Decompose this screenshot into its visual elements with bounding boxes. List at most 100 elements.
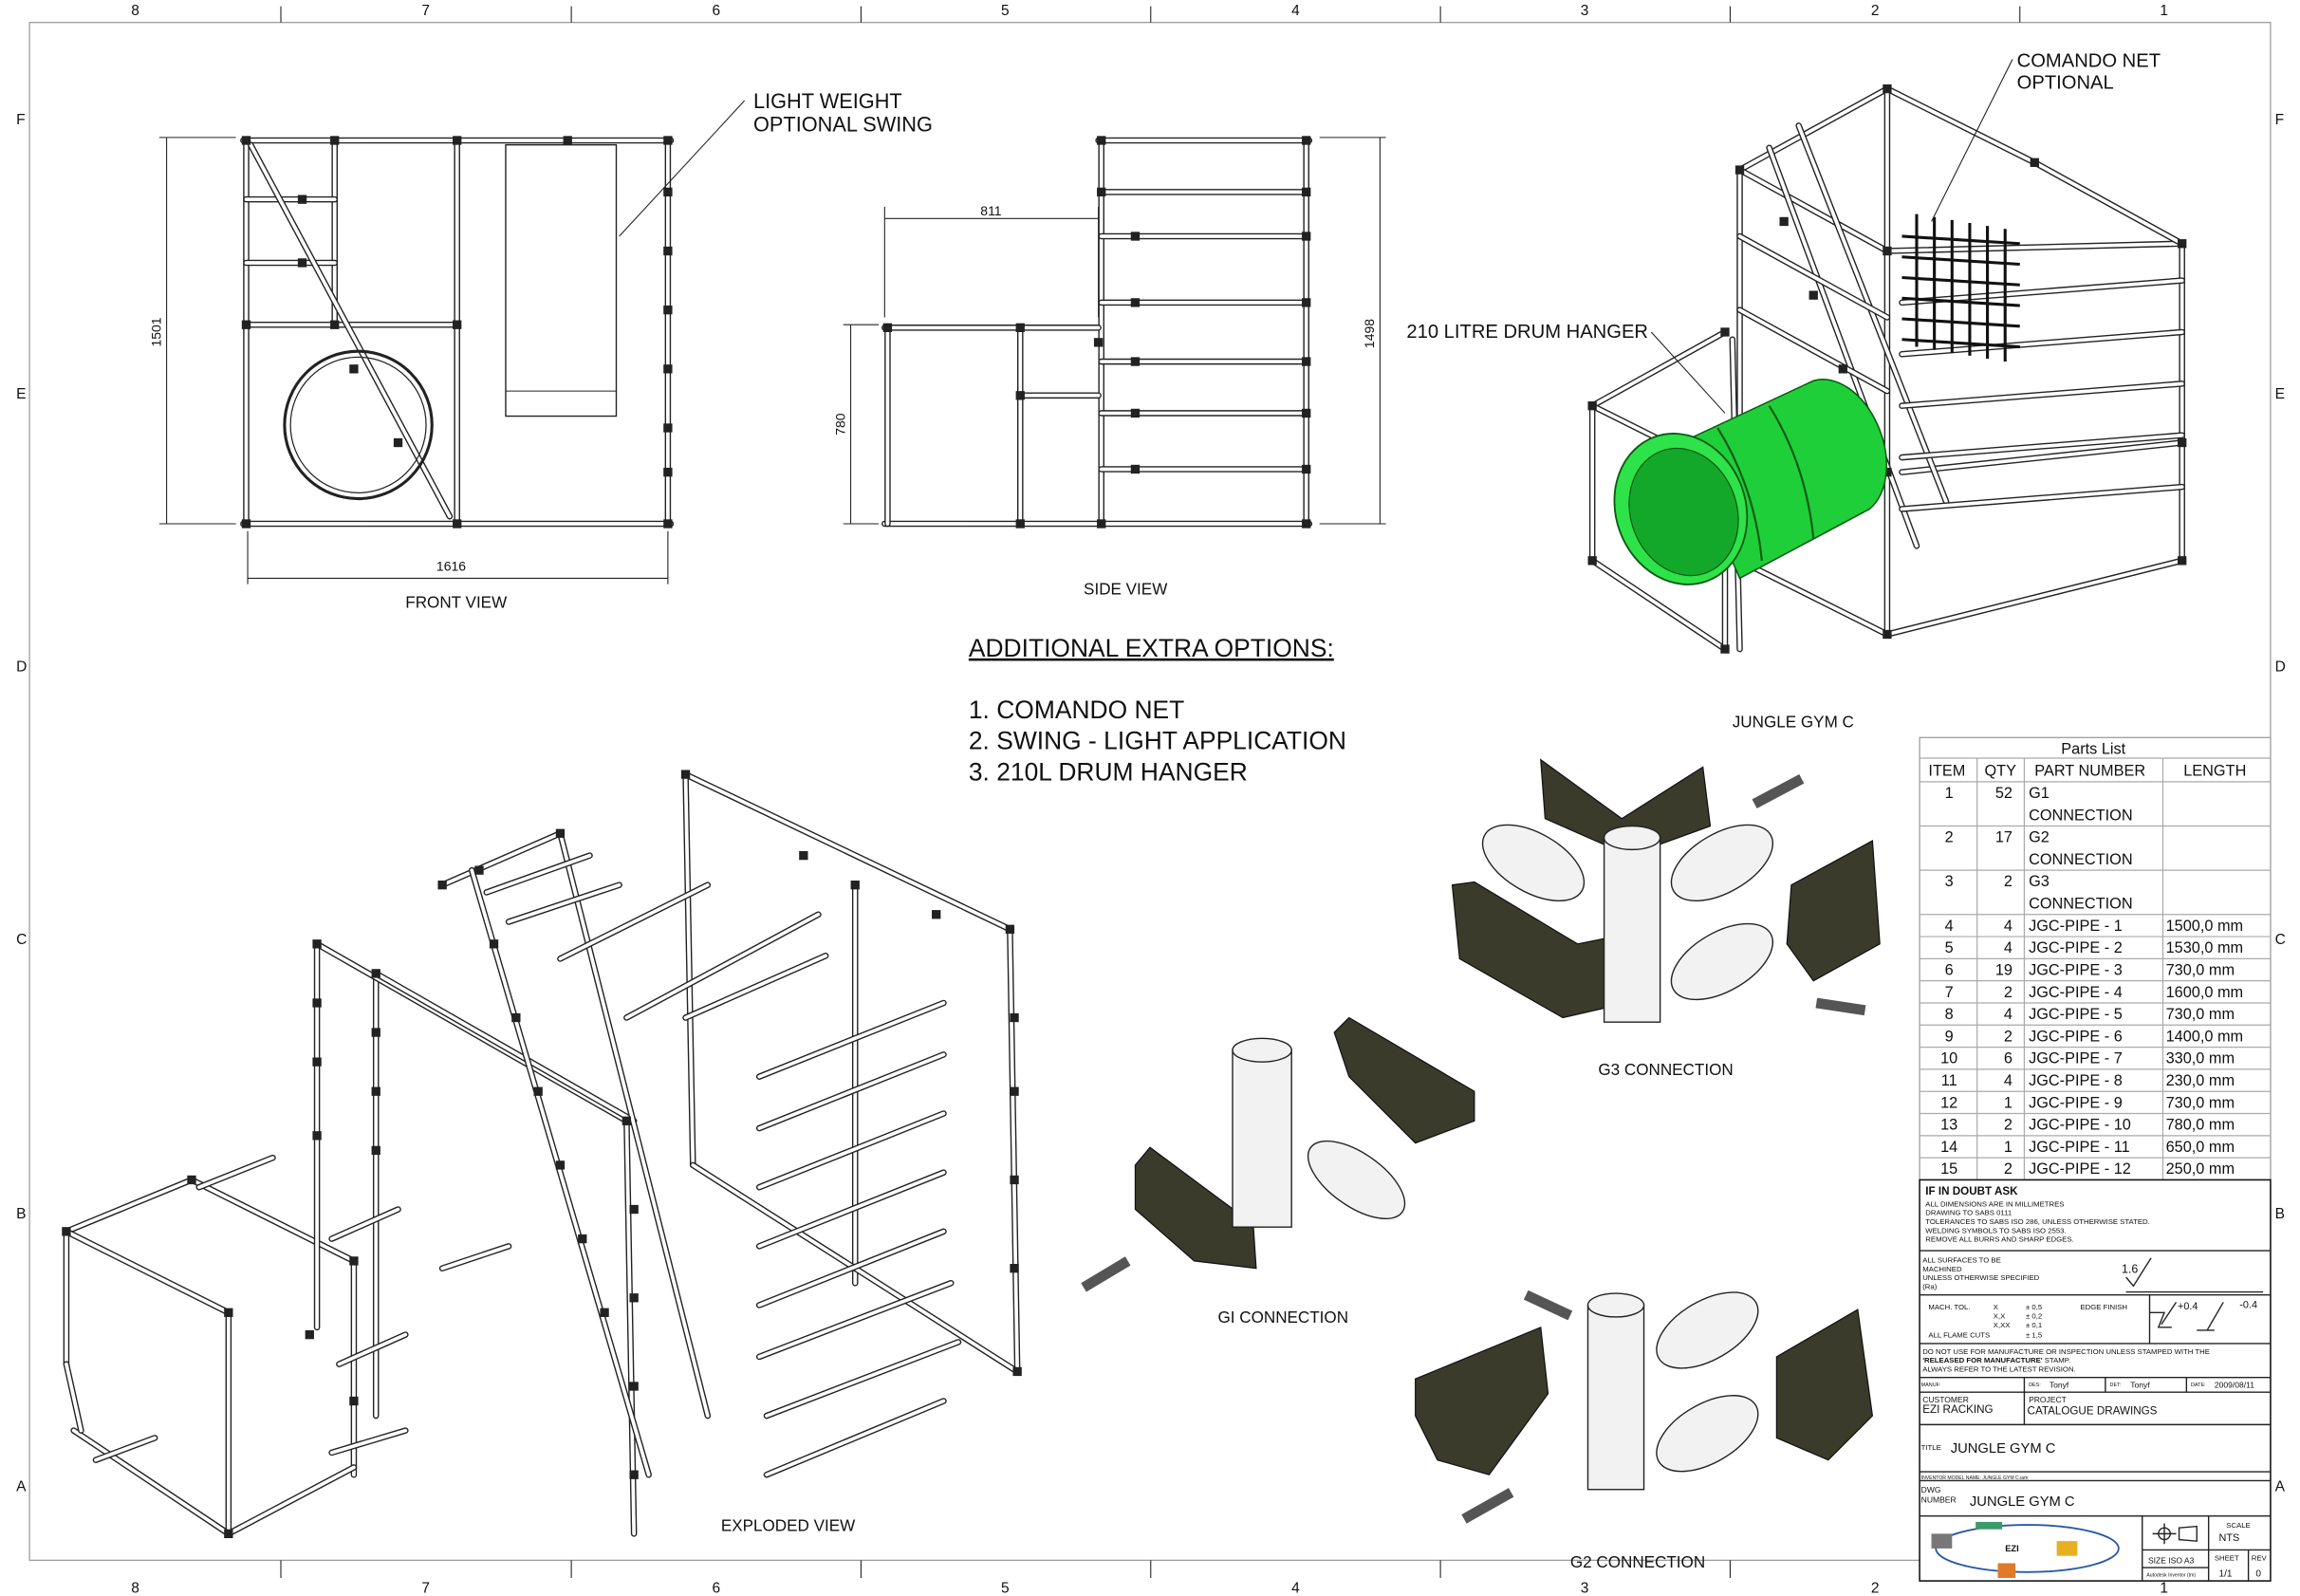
logo-text: EZI — [2005, 1544, 2019, 1553]
dim-side-depth: 811 — [980, 203, 1001, 218]
quantity: 4 — [2004, 939, 2012, 956]
connector — [629, 1293, 639, 1303]
connector — [850, 881, 860, 890]
connector — [1779, 216, 1789, 227]
option-item: 1. COMANDO NET — [969, 696, 1184, 724]
quantity: 19 — [1995, 961, 2012, 978]
connector — [555, 828, 566, 838]
part-number: JGC-PIPE - 1 — [2029, 918, 2123, 935]
release-stamp: 'RELEASED FOR MANUFACTURE' — [1922, 1356, 2043, 1364]
item-number: 13 — [1940, 1117, 1957, 1134]
item-number: 1 — [1945, 785, 1954, 802]
zone-column-label: 5 — [1001, 1581, 1010, 1596]
item-number: 11 — [1941, 1072, 1957, 1089]
sheet-label: SHEET — [2215, 1553, 2239, 1562]
part-number: JGC-PIPE - 12 — [2029, 1160, 2131, 1178]
note: WELDING SYMBOLS TO SABS ISO 2553. — [1925, 1226, 2066, 1234]
drum-hole — [283, 349, 434, 501]
dwg-number: JUNGLE GYM C — [1970, 1494, 2075, 1510]
part-number: JGC-PIPE - 4 — [2029, 984, 2123, 1001]
dim-side-low-height: 780 — [832, 413, 847, 436]
connector — [1097, 519, 1106, 529]
length: 730,0 mm — [2166, 961, 2235, 978]
quantity: 4 — [2004, 1006, 2012, 1023]
zone-row-label: B — [2275, 1206, 2285, 1222]
length: 1400,0 mm — [2166, 1028, 2244, 1045]
connector — [663, 187, 673, 197]
item-number: 7 — [1945, 984, 1954, 1001]
options-heading: ADDITIONAL EXTRA OPTIONS: — [969, 634, 1334, 662]
item-number: 10 — [1940, 1050, 1957, 1067]
connector — [1883, 246, 1892, 256]
quantity: 2 — [2004, 1028, 2012, 1045]
item-number: 5 — [1945, 939, 1954, 956]
connector — [1587, 401, 1597, 411]
sheet-size: SIZE ISO A3 — [2148, 1555, 2195, 1565]
connector — [453, 519, 462, 529]
zone-column-label: 7 — [421, 3, 430, 19]
iso-title: JUNGLE GYM C — [1733, 713, 1854, 731]
projection-symbol — [2152, 1523, 2198, 1545]
connector — [663, 306, 673, 315]
front-view: 1501 1616 FRONT VIEW LIGHT WEIGHT OPTION… — [148, 89, 933, 612]
title-label: TITLE — [1921, 1443, 1941, 1452]
zone-column-label: 2 — [1871, 1581, 1880, 1596]
length: 730,0 mm — [2166, 1094, 2235, 1111]
quantity: 1 — [2004, 1139, 2012, 1156]
connector — [312, 939, 322, 949]
mach-tol-label: MACH. TOL. — [1928, 1303, 1970, 1311]
zone-column-label: 6 — [713, 3, 721, 19]
part-number: G2 — [2029, 829, 2050, 846]
connector — [62, 1227, 71, 1236]
quantity: 17 — [1995, 829, 2012, 846]
part-number: JGC-PIPE - 3 — [2029, 961, 2123, 978]
part-number: JGC-PIPE - 6 — [2029, 1028, 2123, 1045]
surface-note: ALL SURFACES TO BE — [1922, 1255, 2001, 1264]
connector — [474, 865, 484, 875]
item-number: 6 — [1945, 961, 1954, 978]
connector — [1302, 464, 1311, 474]
connector — [663, 364, 673, 374]
dwg-label: DWG — [1921, 1485, 1941, 1494]
part-number: JGC-PIPE - 11 — [2029, 1139, 2130, 1156]
customer-label: CUSTOMER — [1922, 1395, 1969, 1404]
quantity: 2 — [2004, 984, 2012, 1001]
connector — [663, 136, 673, 145]
zone-row-label: C — [16, 932, 27, 948]
length: 1530,0 mm — [2166, 939, 2244, 956]
manuf-label: MANUF: — [1921, 1383, 1941, 1388]
side-view: 811 780 1498 SIDE VIEW — [832, 136, 1386, 599]
zone-column-label: 6 — [713, 1581, 721, 1596]
connector — [932, 910, 941, 919]
detailer: Tonyf — [2130, 1381, 2150, 1390]
zone-row-label: F — [2275, 112, 2284, 128]
notes-heading: IF IN DOUBT ASK — [1925, 1185, 2018, 1197]
connector — [1883, 629, 1892, 640]
connector — [1883, 84, 1892, 94]
connector — [663, 423, 673, 433]
swing-callout-1: LIGHT WEIGHT — [753, 89, 902, 113]
connector — [621, 1116, 632, 1125]
connector — [224, 1308, 233, 1317]
front-view-label: FRONT VIEW — [405, 594, 508, 612]
connector — [1093, 338, 1104, 347]
item-number: 14 — [1940, 1139, 1957, 1156]
part-number: JGC-PIPE - 10 — [2029, 1117, 2131, 1134]
g3-label: G3 CONNECTION — [1598, 1061, 1733, 1079]
connector — [371, 1028, 380, 1037]
zone-column-label: 7 — [421, 1581, 430, 1596]
connector — [305, 1329, 314, 1340]
part-number: JGC-PIPE - 7 — [2029, 1050, 2123, 1067]
project: CATALOGUE DRAWINGS — [2028, 1405, 2158, 1418]
connector — [2178, 556, 2187, 566]
zone-row-label: D — [16, 659, 27, 675]
connector — [1302, 298, 1311, 307]
option-item: 2. SWING - LIGHT APPLICATION — [969, 727, 1346, 755]
connector — [578, 1234, 587, 1244]
